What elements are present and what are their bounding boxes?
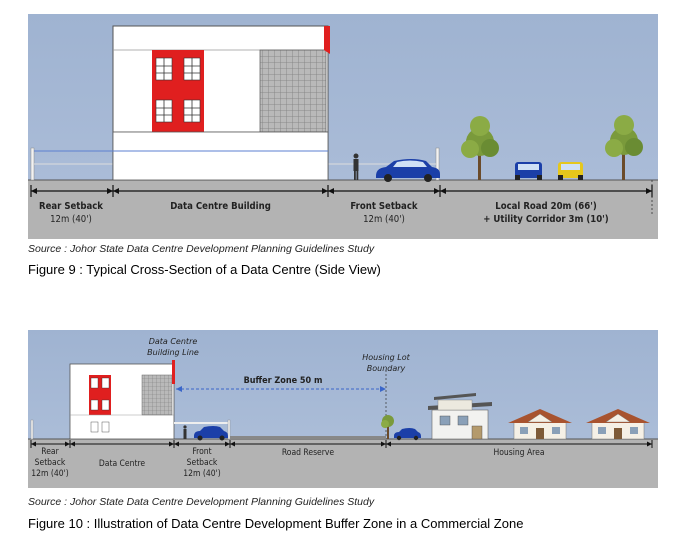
person-figure	[183, 425, 187, 439]
rear-setback-label-2: Setback	[34, 458, 66, 468]
data-centre-building	[34, 25, 330, 181]
blue-car	[394, 428, 421, 441]
blue-car-front	[515, 162, 542, 180]
ground	[28, 439, 658, 488]
rear-boundary-wall	[30, 147, 35, 181]
front-setback-dimension: 12m (40')	[183, 469, 221, 479]
housing-lot-label-2: Boundary	[366, 364, 406, 373]
buffer-zone-drawing	[28, 330, 658, 488]
yellow-car-front	[558, 162, 583, 180]
road-surface	[230, 436, 386, 439]
rear-setback-dimension: 12m (40')	[31, 469, 69, 479]
rear-setback-dimension: 12m (40')	[50, 214, 92, 225]
blue-car	[194, 426, 228, 441]
building-line-label-2: Building Line	[147, 348, 199, 357]
person-figure	[353, 153, 359, 180]
front-setback-label: Front Setback	[350, 201, 418, 212]
dimension-line	[30, 185, 653, 197]
housing-area-label: Housing Area	[493, 448, 545, 458]
tree-icon	[605, 115, 643, 180]
building-label: Data Centre Building	[170, 201, 271, 212]
figure-9-source: Source : Johor State Data Centre Develop…	[28, 243, 375, 255]
front-setback-label: Front	[192, 447, 212, 457]
figure-10-source: Source : Johor State Data Centre Develop…	[28, 496, 375, 508]
front-setback-label-2: Setback	[186, 458, 218, 468]
grille-facade	[259, 49, 327, 133]
tree-icon	[381, 415, 394, 439]
bungalow-house	[586, 409, 650, 440]
figure-9-illustration: Rear Setback 12m (40') Data Centre Build…	[28, 14, 658, 239]
figure-9-caption: Figure 9 : Typical Cross-Section of a Da…	[28, 262, 381, 277]
data-centre-building	[30, 360, 231, 440]
front-setback-dimension: 12m (40')	[363, 214, 405, 225]
figure-10-illustration: Data Centre Building Line Buffer Zone 50…	[28, 330, 658, 488]
data-centre-label: Data Centre	[98, 459, 146, 469]
side-view-cross-section-drawing	[28, 14, 658, 239]
building-line-label: Data Centre	[148, 337, 198, 346]
tree-icon	[461, 116, 499, 180]
bungalow-house	[508, 409, 572, 440]
buffer-zone-label: Buffer Zone 50 m	[243, 376, 323, 386]
rear-setback-label: Rear	[41, 447, 59, 457]
road-label: Local Road 20m (66')	[495, 201, 597, 212]
figure-10-caption: Figure 10 : Illustration of Data Centre …	[28, 516, 524, 531]
dimension-line	[30, 440, 653, 448]
utility-corridor-label: + Utility Corridor 3m (10')	[483, 214, 609, 225]
buffer-zone-arrow	[176, 386, 386, 392]
housing-lot-label: Housing Lot	[362, 353, 410, 362]
blue-car	[376, 159, 440, 182]
modern-house	[428, 393, 492, 440]
rear-setback-label: Rear Setback	[38, 201, 103, 212]
road-reserve-label: Road Reserve	[281, 448, 335, 458]
ground	[28, 180, 658, 239]
